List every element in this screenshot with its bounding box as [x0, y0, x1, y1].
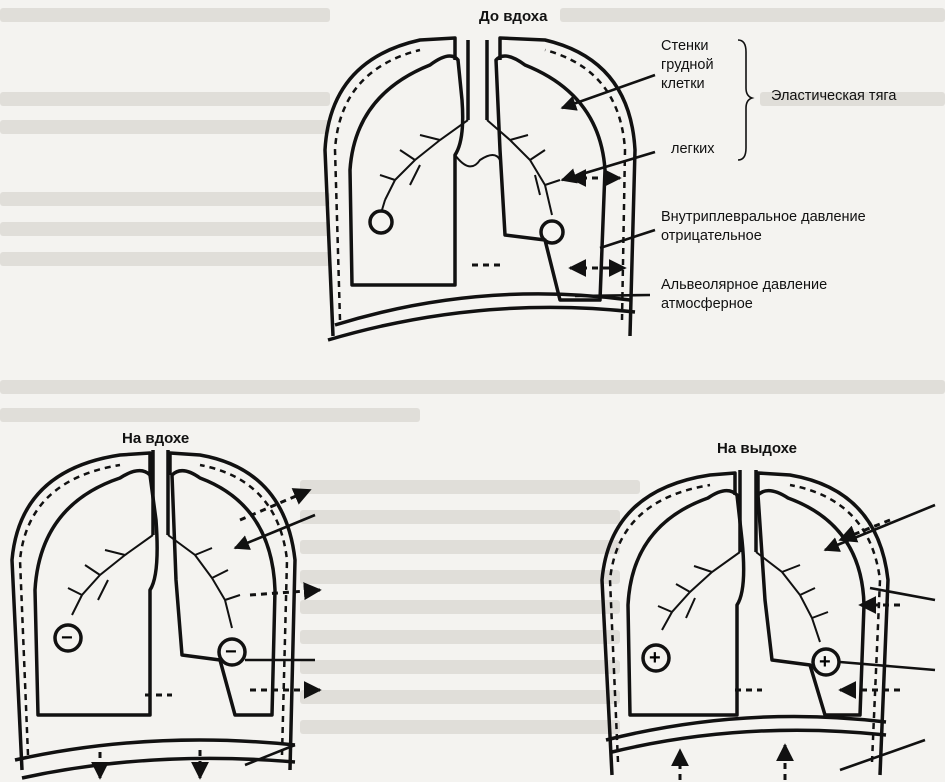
lung-right — [496, 56, 605, 300]
lung-left — [350, 56, 463, 285]
lung-left-inhale — [35, 471, 157, 715]
alveolus-right — [541, 221, 563, 243]
sign-left-2: − — [225, 641, 237, 663]
lung-right-exhale — [758, 491, 864, 715]
diagram-exhale: + + — [602, 470, 935, 780]
sign-right-1: + — [649, 647, 661, 669]
lung-left-exhale — [628, 491, 744, 715]
alveolus-left — [370, 211, 392, 233]
diagram-before-inhale — [325, 38, 655, 340]
bracket — [738, 40, 752, 160]
sign-right-2: + — [819, 651, 831, 673]
diagram-inhale: − − — [12, 450, 320, 778]
sign-left-1: − — [61, 627, 73, 649]
lung-right-inhale — [172, 471, 275, 715]
